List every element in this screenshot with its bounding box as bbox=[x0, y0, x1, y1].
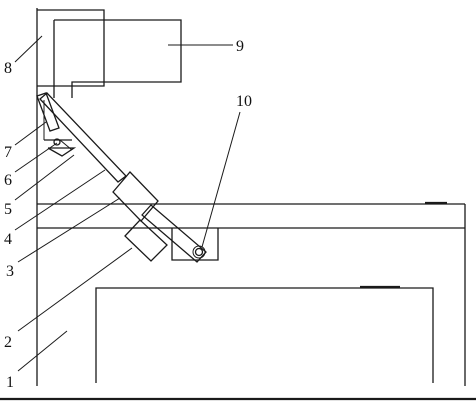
tilted-arm bbox=[39, 92, 127, 183]
rod-end-eye bbox=[192, 245, 206, 259]
hinge-pin-6 bbox=[53, 138, 61, 146]
top-bracket bbox=[37, 9, 105, 87]
leader-8 bbox=[14, 35, 43, 63]
lower-enclosure bbox=[95, 287, 434, 383]
label-8: 8 bbox=[4, 60, 12, 77]
hinge-link bbox=[59, 139, 73, 151]
leader-2 bbox=[17, 247, 133, 332]
leader-10 bbox=[201, 111, 241, 248]
leader-3 bbox=[17, 197, 121, 263]
cylinder-3 bbox=[112, 171, 159, 222]
piston-rod bbox=[141, 204, 207, 263]
support-block-2 bbox=[124, 219, 168, 262]
leader-1 bbox=[17, 330, 68, 372]
leader-5 bbox=[14, 154, 75, 201]
hopper bbox=[171, 228, 219, 261]
label-5: 5 bbox=[4, 201, 12, 218]
label-3: 3 bbox=[6, 263, 14, 280]
label-7: 7 bbox=[4, 144, 12, 161]
leader-7 bbox=[14, 121, 47, 146]
label-6: 6 bbox=[4, 172, 12, 189]
leader-6 bbox=[14, 142, 58, 173]
rod-end-pin bbox=[194, 247, 204, 257]
hinge-seat-5 bbox=[47, 147, 77, 157]
cabinet-box-9 bbox=[54, 19, 182, 98]
label-9: 9 bbox=[236, 38, 244, 55]
label-10: 10 bbox=[236, 93, 252, 110]
arm-top-block bbox=[36, 92, 60, 132]
leader-4 bbox=[14, 169, 106, 231]
label-1: 1 bbox=[6, 374, 14, 391]
label-4: 4 bbox=[4, 231, 12, 248]
label-2: 2 bbox=[4, 334, 12, 351]
